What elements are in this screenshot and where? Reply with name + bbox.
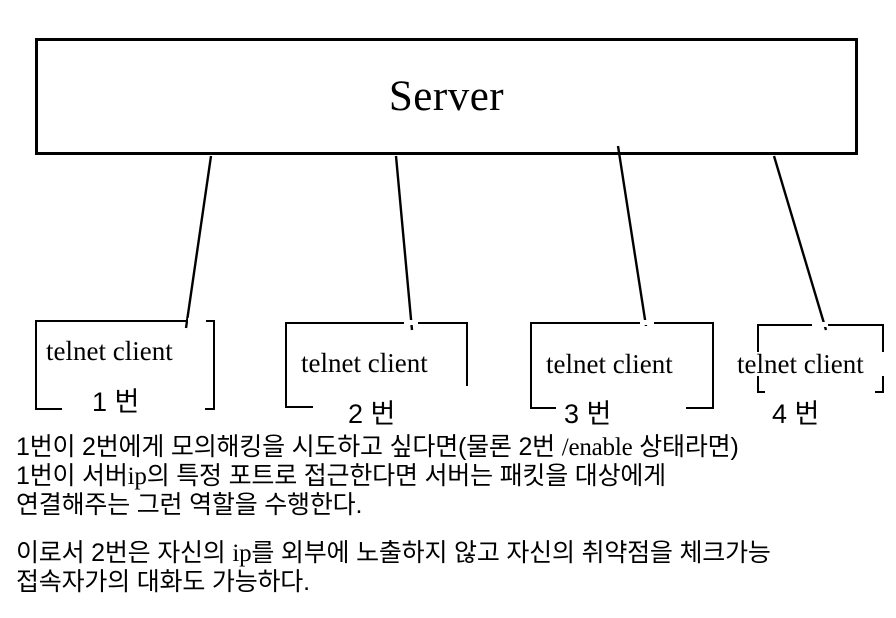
client-1-number: 1 번 [92, 387, 140, 417]
note-line-2-part-a: 1번이 서버 [16, 462, 128, 490]
client-1-title: telnet client [46, 336, 173, 366]
client-2-number: 2 번 [348, 399, 396, 429]
note-line-2-part-c: 의 특정 포트로 접근한다면 서버는 패킷을 대상에게 [146, 462, 666, 490]
client-1-border-gap-bottom [62, 403, 205, 413]
server-node: Server [35, 38, 858, 155]
client-2-border-gap-right [464, 386, 472, 410]
client-3-border-gap-bottom [556, 402, 686, 414]
client-4-border-gap-top [812, 322, 828, 327]
note-line-4-part-a: 이로서 2번은 자신의 [16, 539, 233, 567]
client-4-title: telnet client [737, 349, 864, 379]
note-line-5: 접속자가의 대화도 가능하다. [16, 568, 310, 596]
client-3-border-gap-top [640, 320, 654, 325]
note-line-1-part-a: 1번이 2번에게 모의해킹을 시도하고 싶다면(물론 2번 [16, 433, 562, 461]
note-line-2-ip-token: ip [127, 463, 147, 490]
connector-line-client-2 [394, 155, 414, 331]
client-2-title: telnet client [301, 348, 428, 378]
note-line-1-part-c: 상태라면) [632, 433, 739, 461]
note-line-2: 1번이 서버ip의 특정 포트로 접근한다면 서버는 패킷을 대상에게 [16, 462, 886, 491]
client-4-border-gap-right [878, 352, 887, 376]
note-line-4-ip-token: ip [232, 540, 252, 567]
note-line-4-part-c: 를 외부에 노출하지 않고 자신의 취약점을 체크가능 [251, 539, 771, 567]
notes-block: 1번이 2번에게 모의해킹을 시도하고 싶다면(물론 2번 /enable 상태… [16, 433, 886, 597]
note-line-1: 1번이 2번에게 모의해킹을 시도하고 싶다면(물론 2번 /enable 상태… [16, 433, 886, 462]
note-line-1-enable-token: /enable [561, 434, 633, 461]
connector-line-client-4 [772, 155, 828, 331]
client-4-border-gap-bottom [765, 388, 875, 398]
server-label: Server [388, 73, 505, 120]
client-3-number: 3 번 [564, 399, 612, 429]
client-4-border-gap-left [754, 352, 763, 376]
client-3-title: telnet client [546, 349, 673, 379]
connector-line-client-1 [184, 155, 213, 329]
connector-line-client-3 [616, 145, 648, 327]
client-2-border-gap-bottom [313, 401, 473, 413]
client-2-border-gap-top [404, 320, 418, 325]
note-line-4: 이로서 2번은 자신의 ip를 외부에 노출하지 않고 자신의 취약점을 체크가… [16, 539, 886, 568]
note-line-3: 연결해주는 그런 역할을 수행한다. [16, 491, 363, 519]
client-4-number: 4 번 [772, 399, 820, 429]
client-1-border-gap-top [188, 318, 206, 324]
